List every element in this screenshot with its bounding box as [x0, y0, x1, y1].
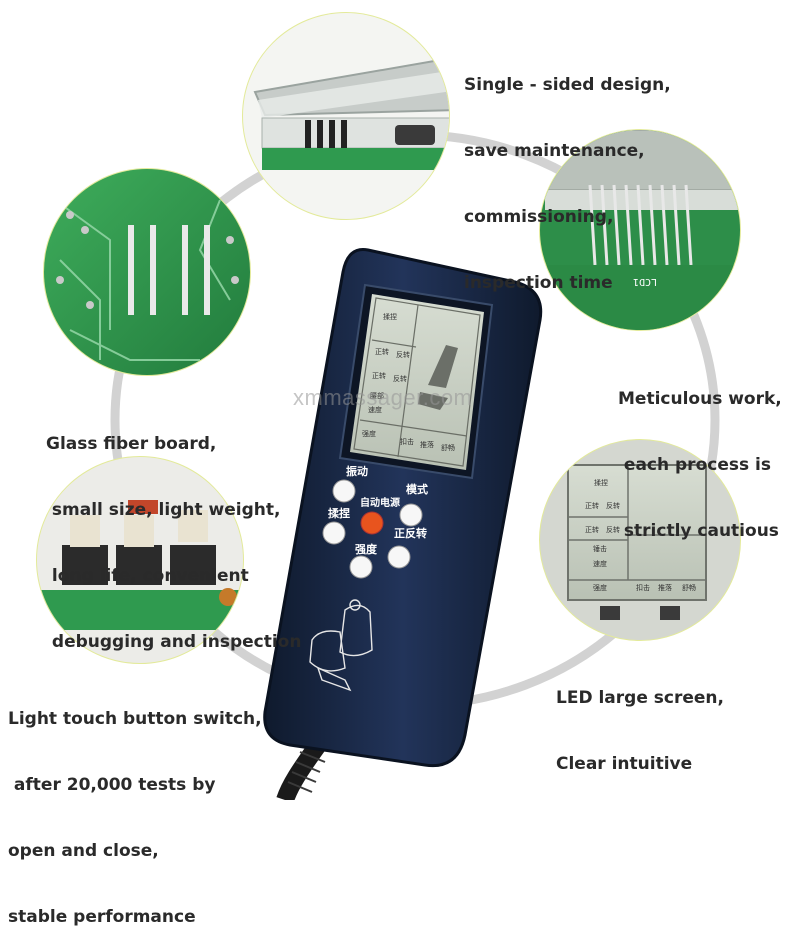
label-mode: 模式 [406, 482, 428, 496]
caption-single-sided: Single - sided design, save maintenance,… [464, 30, 671, 316]
screen-detail-forward: 正转 [585, 501, 599, 510]
screen-detail-comfort: 舒畅 [682, 583, 696, 592]
lcd-speed: 速度 [368, 405, 382, 414]
caption-light-touch: Light touch button switch, after 20,000 … [8, 664, 262, 950]
forward-reverse-button[interactable] [387, 545, 411, 569]
caption-line: small size, light weight, [46, 500, 281, 520]
watermark: xmmassager.com [293, 385, 473, 410]
vibrate-button[interactable] [332, 479, 356, 503]
caption-line: stable performance [8, 907, 196, 927]
intensity-button[interactable] [349, 555, 373, 579]
screen-detail-reverse-2: 反转 [606, 525, 620, 534]
lcd-comfort: 舒畅 [441, 443, 455, 452]
screen-detail-push: 推落 [658, 583, 672, 592]
caption-line: strictly cautious [618, 521, 779, 541]
mode-button[interactable] [399, 503, 423, 527]
screen-detail-speed: 速度 [593, 559, 607, 568]
label-intensity: 强度 [355, 542, 378, 556]
screen-detail-knead: 揉捏 [594, 478, 608, 487]
chair-logo-icon [309, 599, 373, 692]
label-vibrate: 振动 [346, 464, 368, 478]
lcd-reverse: 反转 [396, 350, 410, 359]
screen-detail-waist: 锤击 [593, 544, 607, 553]
screen-detail-reverse: 反转 [606, 501, 620, 510]
detail-circle-single-sided [242, 12, 450, 220]
caption-line: long life, convenient [46, 566, 249, 586]
caption-line: open and close, [8, 841, 159, 861]
lcd-forward: 正转 [375, 347, 389, 356]
caption-line: after 20,000 tests by [8, 775, 216, 795]
detail-circle-led-screen: 揉捏 正转 反转 正转 反转 锤击 速度 强度 扣击 推落 舒畅 [539, 439, 741, 641]
detail-circle-glass-fiber [43, 168, 251, 376]
caption-line: Clear intuitive [556, 754, 693, 774]
lcd-push: 推落 [420, 440, 434, 449]
label-forward-reverse: 正反转 [394, 526, 427, 540]
detail-circle-light-touch [36, 456, 244, 664]
lcd-reverse-2: 反转 [393, 374, 407, 383]
caption-line: Meticulous work, [618, 389, 782, 409]
product-infographic: LCD1 [8, 12, 782, 927]
caption-line: Single - sided design, [464, 75, 671, 95]
caption-meticulous: Meticulous work, each process is strictl… [618, 344, 782, 564]
detail-circle-meticulous: LCD1 [539, 129, 741, 331]
remote-lcd: 揉捏 正转 反转 正转 反转 腰部 速度 强度 扣击 推落 舒畅 [350, 294, 484, 470]
lcd-forward-2: 正转 [372, 371, 386, 380]
lcd-intensity: 强度 [362, 429, 376, 438]
caption-line: inspection time [464, 273, 613, 293]
lcd-waist: 腰部 [370, 391, 384, 400]
pcb-marking: LCD1 [633, 276, 657, 287]
caption-glass-fiber: Glass fiber board, small size, light wei… [46, 389, 301, 675]
caption-line: Light touch button switch, [8, 709, 262, 729]
screen-detail-forward-2: 正转 [585, 525, 599, 534]
remote-controller: 揉捏 正转 反转 正转 反转 腰部 速度 强度 扣击 推落 舒畅 振动 模式 自… [263, 247, 543, 804]
knead-button[interactable] [322, 521, 346, 545]
massage-chair-icon [418, 345, 458, 410]
screen-detail-intensity: 强度 [593, 583, 607, 592]
caption-line: debugging and inspection [46, 632, 302, 652]
caption-line: LED large screen, [556, 688, 724, 708]
lcd-tap: 扣击 [400, 437, 414, 446]
caption-led-screen: LED large screen, Clear intuitive [556, 643, 724, 797]
lcd-knead: 揉捏 [383, 312, 397, 321]
caption-line: each process is [618, 455, 771, 475]
power-button[interactable] [360, 511, 384, 535]
label-power: 自动电源 [360, 496, 400, 509]
caption-line: commissioning, [464, 207, 614, 227]
caption-line: save maintenance, [464, 141, 645, 161]
scene-svg: LCD1 [36, 12, 741, 804]
screen-detail-tap: 扣击 [636, 583, 650, 592]
label-knead: 揉捏 [328, 506, 350, 520]
caption-line: Glass fiber board, [46, 434, 217, 454]
